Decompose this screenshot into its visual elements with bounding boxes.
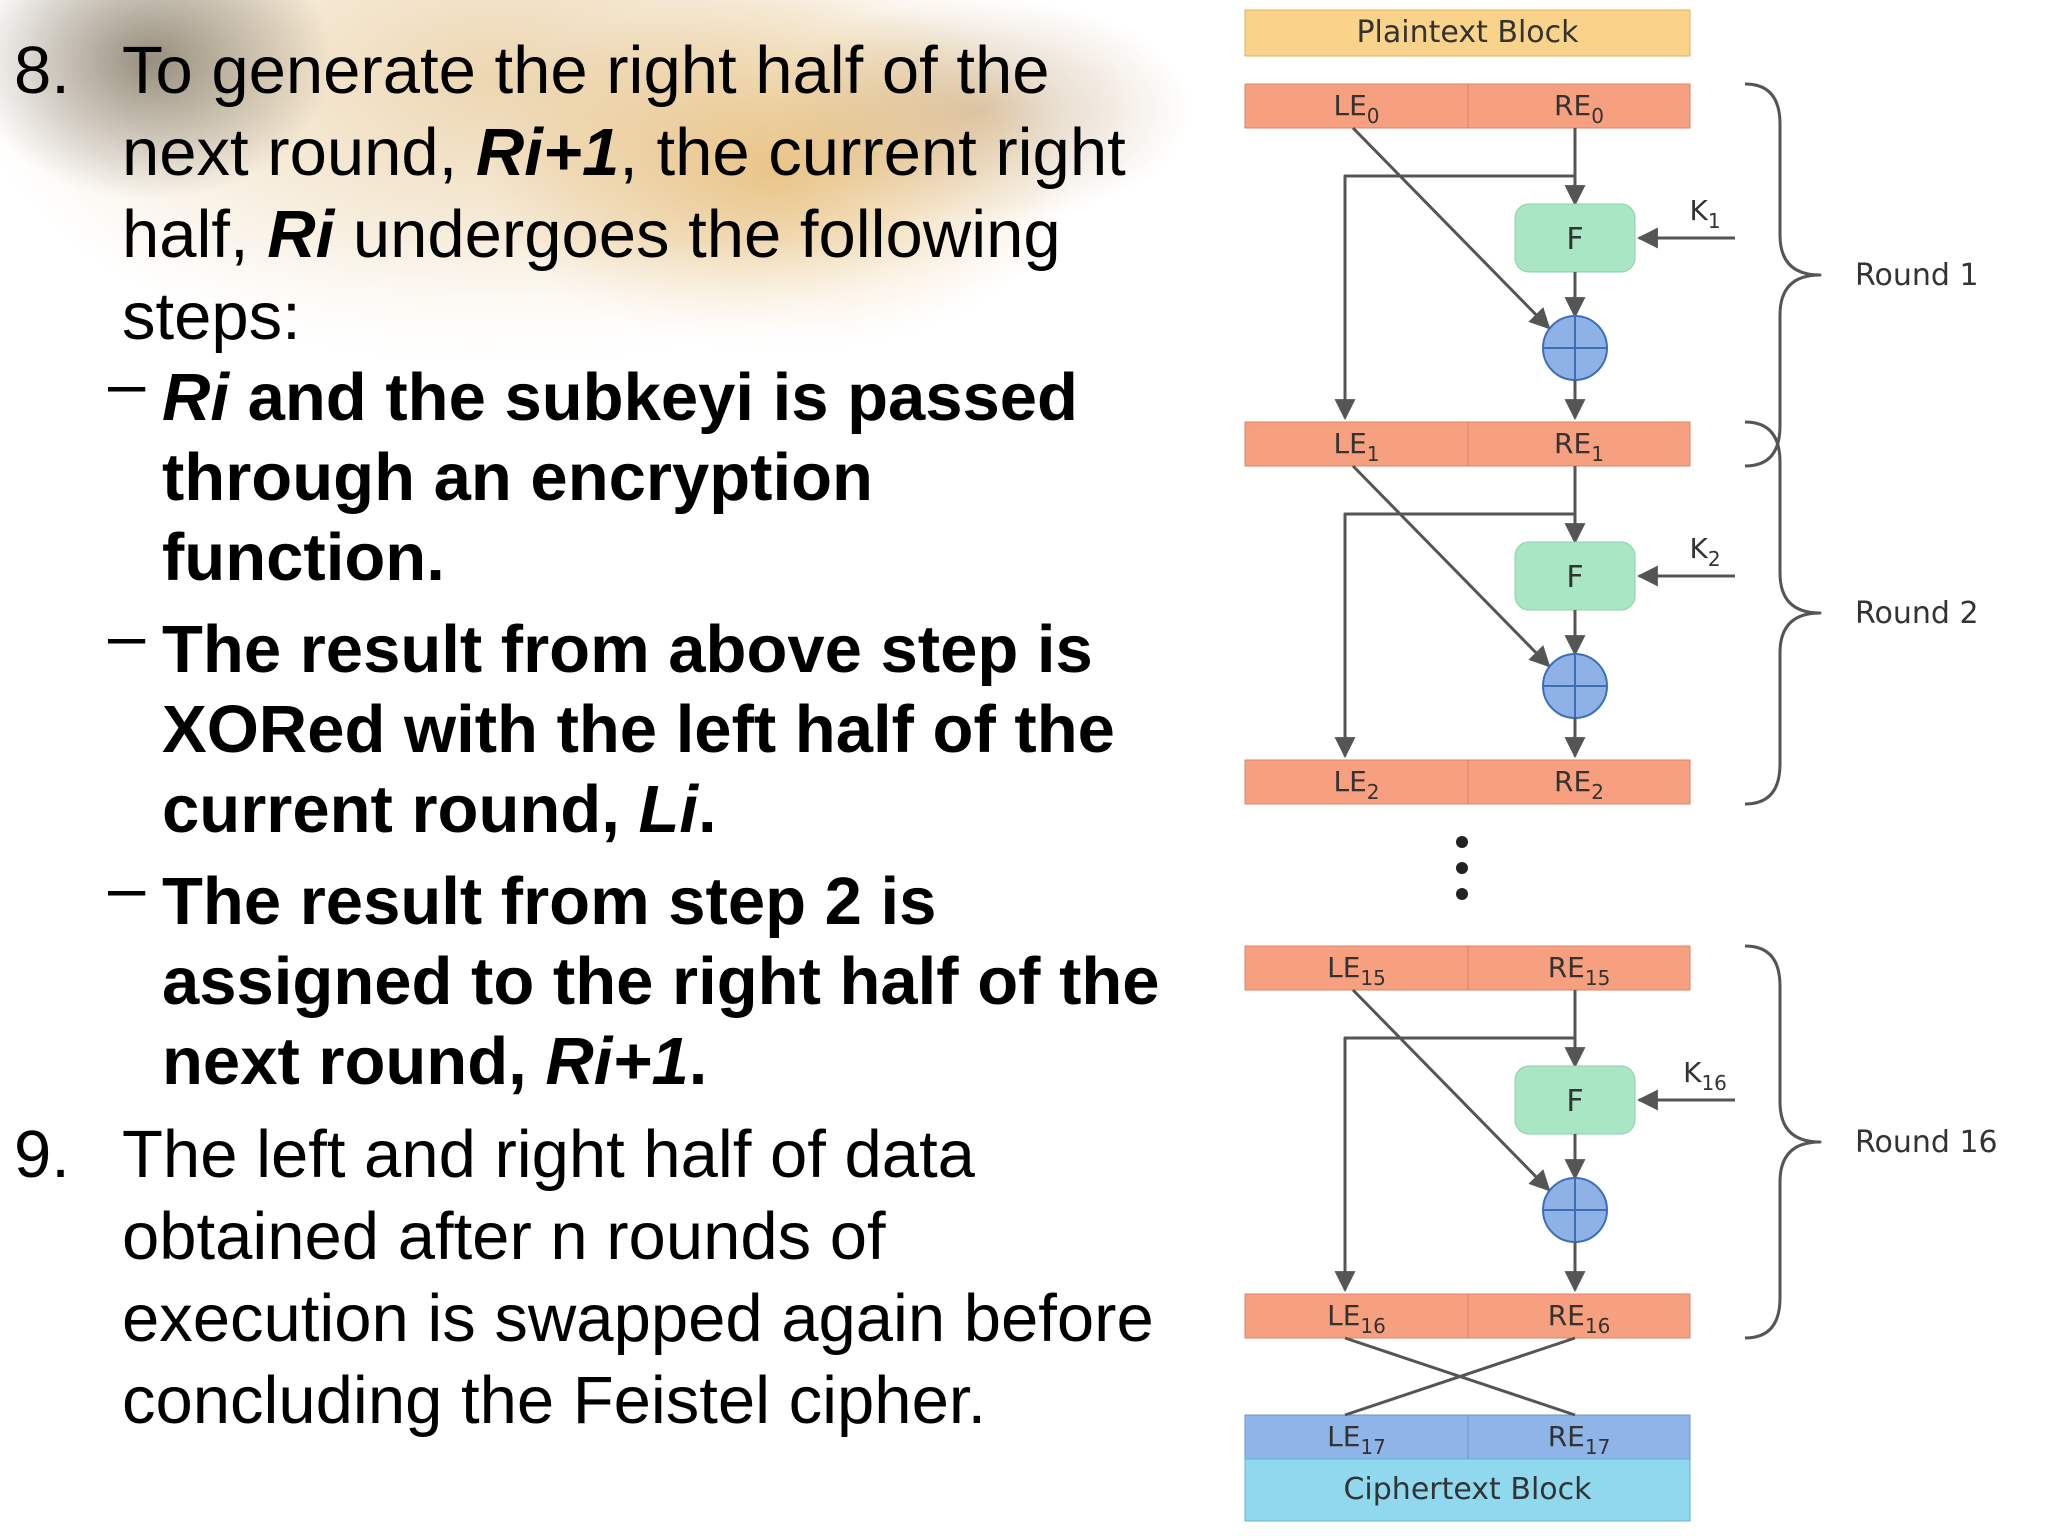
le-label: LE15 [1327,951,1386,990]
list-item-9: 9. The left and right half of data obtai… [14,1114,1164,1442]
re-label: RE15 [1548,951,1611,990]
slide-body: 8. To generate the right half of the nex… [14,30,1164,1442]
re-label: RE2 [1554,765,1604,804]
re-block [1467,83,1691,129]
item-number: 8. [14,33,70,108]
re-label: RE16 [1548,1299,1611,1338]
swap-line [1344,1336,1576,1417]
le-block [1244,1293,1469,1339]
le-block [1244,945,1469,991]
re-block [1467,1293,1691,1339]
sub-item-2: – The result from above step is XORed wi… [108,598,1115,847]
round-brace [1744,944,1822,1340]
ellipsis-dot [1456,836,1468,848]
ciphertext-block [1244,1458,1691,1522]
background-decoration [0,0,1240,420]
item-number: 9. [14,1117,70,1192]
re-block [1467,1414,1691,1460]
item-text: The left and right half of data obtained… [122,1117,1154,1438]
round-brace [1744,82,1822,468]
le-label: LE2 [1333,765,1379,804]
f-label: F [1566,1084,1583,1119]
le-block [1244,1414,1469,1460]
re-block [1467,945,1691,991]
f-label: F [1566,560,1583,595]
re-block [1467,759,1691,805]
diagonal-line [1351,464,1551,668]
f-label: F [1566,222,1583,257]
le-label: LE17 [1327,1420,1386,1459]
dash: – [108,850,146,925]
le-label: LE0 [1333,89,1379,128]
ellipsis-dot [1456,888,1468,900]
le-label: LE1 [1333,427,1379,466]
connector-line [1334,1036,1575,1293]
connector-line [1334,512,1575,759]
sub-item-3: – The result from step 2 is assigned to … [108,850,1160,1099]
key-label: K2 [1689,532,1720,571]
dash: – [108,346,146,421]
round-brace [1744,420,1822,806]
re-block [1467,421,1691,467]
le-block [1244,759,1469,805]
re-label: RE0 [1554,89,1604,128]
le-label: LE16 [1327,1299,1386,1338]
le-block [1244,421,1469,467]
list-item-8: 8. To generate the right half of the nex… [14,30,1164,358]
item-text: To generate the right half of the next r… [122,33,1126,354]
round-label: Round 1 [1855,258,1979,293]
plaintext-label: Plaintext Block [1356,15,1579,50]
sub-list: – Ri and the subkeyi is passed through a… [14,346,1164,1102]
round-label: Round 16 [1855,1125,1998,1160]
plaintext-block [1244,9,1691,57]
round-label: Round 2 [1855,596,1979,631]
re-label: RE1 [1554,427,1604,466]
re-label: RE17 [1548,1420,1611,1459]
diagonal-line [1351,126,1551,330]
key-label: K16 [1683,1056,1727,1095]
dash: – [108,598,146,673]
ciphertext-label: Ciphertext Block [1343,1472,1592,1507]
sub-item-1: – Ri and the subkeyi is passed through a… [108,346,1078,595]
key-label: K1 [1689,194,1720,233]
connector-line [1334,174,1575,421]
diagonal-line [1351,988,1551,1192]
ellipsis-dot [1456,862,1468,874]
